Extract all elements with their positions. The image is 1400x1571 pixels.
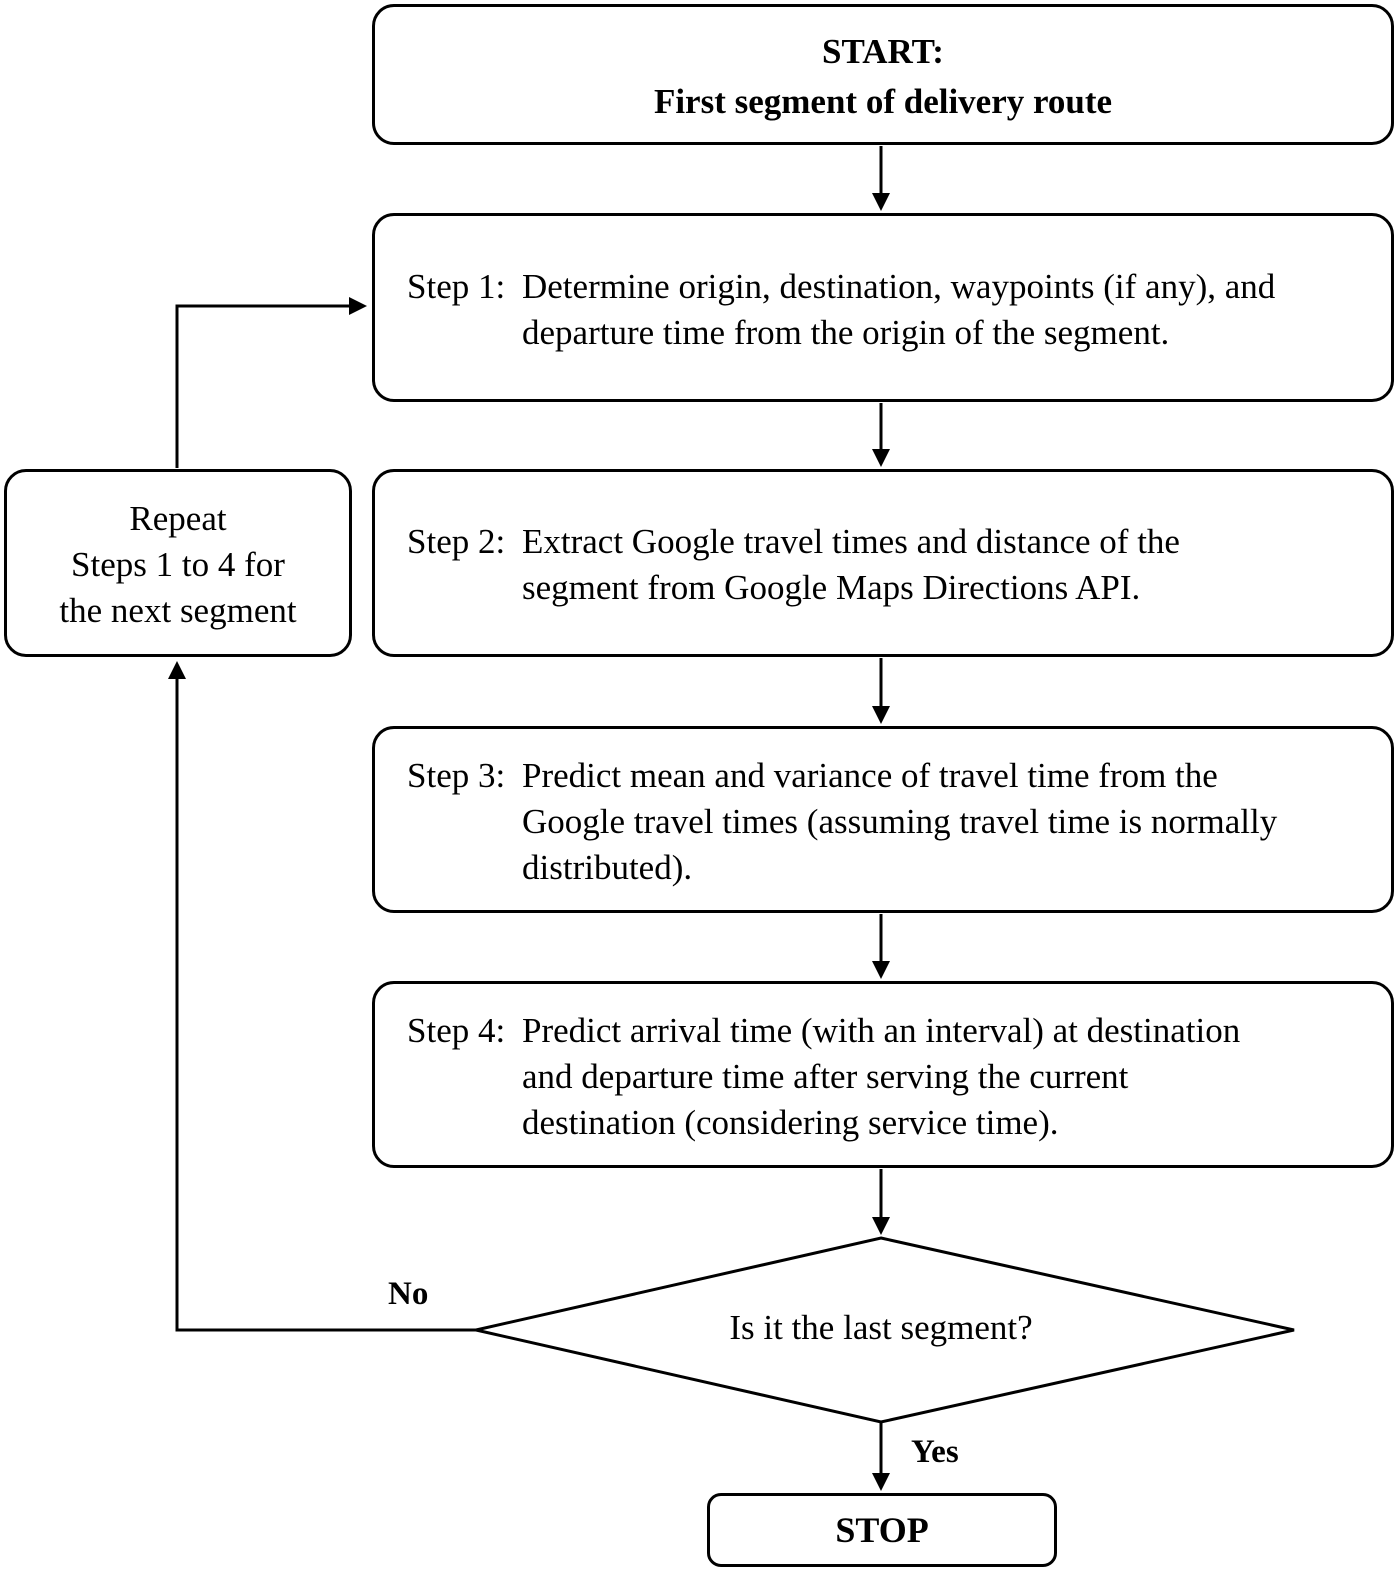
repeat-line-1: Repeat	[129, 499, 227, 538]
repeat-line-3: the next segment	[59, 591, 297, 630]
step2-box: Step 2: Extract Google travel times and …	[372, 469, 1394, 657]
step1-box: Step 1: Determine origin, destination, w…	[372, 213, 1394, 402]
step1-text: Determine origin, destination, waypoints…	[522, 267, 1276, 352]
step2-label: Step 2:	[407, 522, 506, 561]
step2-text: Extract Google travel times and distance…	[522, 522, 1180, 607]
arrow-no-to-repeat	[168, 661, 476, 1332]
start-title: START:	[822, 32, 944, 71]
repeat-line-2: Steps 1 to 4 for	[71, 545, 285, 584]
stop-box: STOP	[707, 1493, 1057, 1567]
step3-box: Step 3: Predict mean and variance of tra…	[372, 726, 1394, 913]
step3-text: Predict mean and variance of travel time…	[522, 756, 1278, 887]
decision-question: Is it the last segment?	[729, 1308, 1033, 1347]
step4-text: Predict arrival time (with an interval) …	[522, 1011, 1241, 1142]
no-label: No	[388, 1276, 429, 1312]
step4-box: Step 4: Predict arrival time (with an in…	[372, 981, 1394, 1168]
stop-label: STOP	[835, 1510, 929, 1550]
step1-label: Step 1:	[407, 267, 506, 306]
step3-label: Step 3:	[407, 756, 506, 795]
start-box: START: First segment of delivery route	[372, 4, 1394, 145]
repeat-box: Repeat Steps 1 to 4 for the next segment	[4, 469, 352, 657]
decision-diamond	[475, 1236, 1295, 1424]
start-subtitle: First segment of delivery route	[653, 82, 1113, 121]
yes-label: Yes	[911, 1434, 959, 1470]
arrow-repeat-to-step1	[175, 297, 367, 468]
step4-label: Step 4:	[407, 1011, 506, 1050]
